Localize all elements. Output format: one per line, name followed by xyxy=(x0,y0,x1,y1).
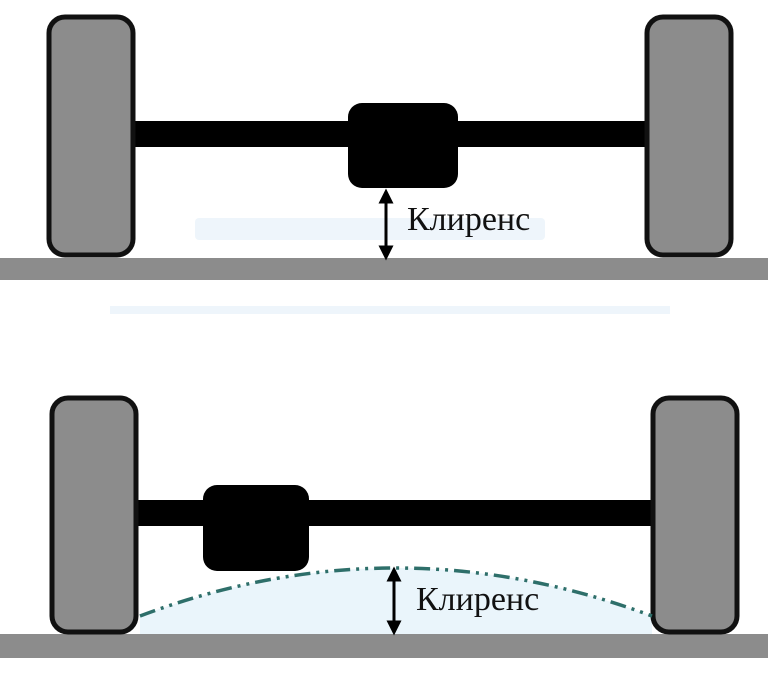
top-left-wheel xyxy=(46,14,136,258)
bottom-differential xyxy=(203,485,309,571)
bottom-right-wheel xyxy=(650,395,740,635)
bottom-ground xyxy=(0,634,768,658)
top-faint-line xyxy=(110,306,670,314)
top-right-wheel xyxy=(644,14,734,258)
bottom-diagram: Клиренс xyxy=(0,395,768,658)
bottom-arc-fill xyxy=(140,568,652,634)
bottom-clearance-arc xyxy=(139,566,653,618)
bottom-left-wheel xyxy=(49,395,139,635)
top-ground xyxy=(0,258,768,280)
top-faint-shadow xyxy=(195,218,545,240)
top-clearance-label: Клиренс xyxy=(407,201,530,238)
top-differential xyxy=(348,103,458,188)
bottom-clearance-label: Клиренс xyxy=(416,581,539,618)
top-diagram: Клиренс xyxy=(0,14,768,314)
